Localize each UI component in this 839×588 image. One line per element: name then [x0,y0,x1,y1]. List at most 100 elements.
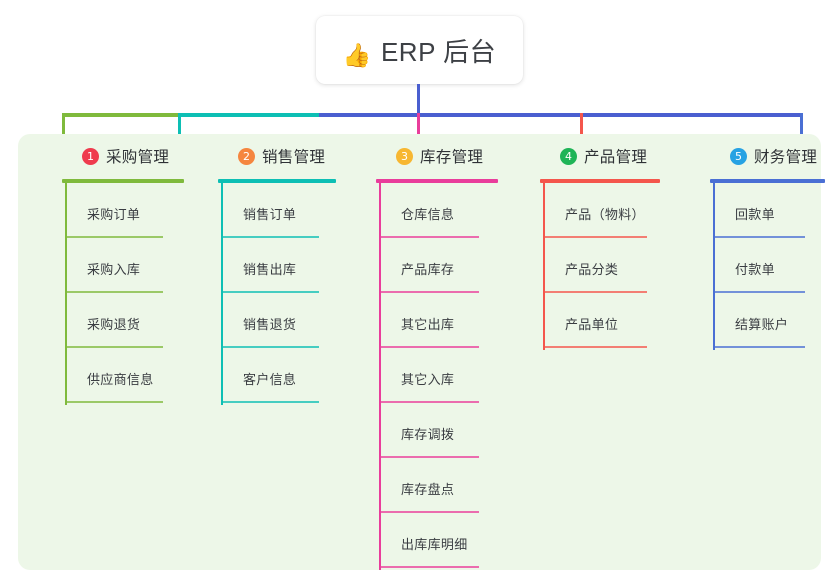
menu-item-label: 采购订单 [87,207,141,222]
column-header-1[interactable]: 1 采购管理 [62,142,184,170]
menu-item[interactable]: 其它入库 [379,348,498,403]
column-title-3: 库存管理 [420,149,484,166]
menu-item-label: 销售订单 [243,207,297,222]
menu-item-label: 其它出库 [401,317,455,332]
menu-item-rule [221,401,319,403]
column-badge-2: 2 [238,147,255,165]
menu-item[interactable]: 其它出库 [379,293,498,348]
column-badge-1: 1 [82,147,99,165]
menu-item-rule [543,236,647,238]
column-title-4: 产品管理 [584,149,648,166]
menu-item-label: 仓库信息 [401,207,455,222]
menu-item-rule [379,566,479,568]
menu-item[interactable]: 供应商信息 [65,348,184,403]
bus-segment-1 [62,113,178,117]
menu-item[interactable]: 销售退货 [221,293,336,348]
connector-drop-5 [800,113,803,143]
menu-item-rule [221,236,319,238]
menu-item[interactable]: 库存调拨 [379,403,498,458]
menu-item[interactable]: 采购退货 [65,293,184,348]
menu-item-rule [379,346,479,348]
column-rule-3 [376,179,498,183]
column-header-2[interactable]: 2 销售管理 [218,142,336,170]
menu-item-label: 产品单位 [565,317,619,332]
menu-item-label: 回款单 [735,207,775,222]
connector-drop-2 [178,113,181,143]
menu-item-label: 产品库存 [401,262,455,277]
menu-item[interactable]: 回款单 [713,183,825,238]
menu-item-rule [713,236,805,238]
menu-item[interactable]: 仓库信息 [379,183,498,238]
menu-item-rule [221,291,319,293]
menu-item-rule [65,291,163,293]
column-rule-5 [710,179,825,183]
menu-item[interactable]: 销售出库 [221,238,336,293]
menu-item[interactable]: 产品库存 [379,238,498,293]
menu-item-rule [713,346,805,348]
trunk-connector-line [417,84,420,113]
menu-item[interactable]: 采购订单 [65,183,184,238]
column-spine-2 [221,183,223,405]
menu-item-label: 销售退货 [243,317,297,332]
menu-item-label: 其它入库 [401,372,455,387]
column-spine-4 [543,183,545,350]
menu-item-rule [65,401,163,403]
menu-item-rule [543,346,647,348]
menu-item[interactable]: 出库库明细 [379,513,498,568]
column-body-2: 销售订单销售出库销售退货客户信息 [218,183,336,405]
column-spine-5 [713,183,715,350]
menu-item-rule [543,291,647,293]
column-rule-1 [62,179,184,183]
column-rule-2 [218,179,336,183]
column-body-1: 采购订单采购入库采购退货供应商信息 [62,183,184,405]
menu-item-label: 结算账户 [735,317,789,332]
menu-item[interactable]: 销售订单 [221,183,336,238]
menu-item-rule [379,291,479,293]
menu-item[interactable]: 产品单位 [543,293,660,348]
connector-drop-3 [417,113,420,143]
column-4: 4 产品管理产品（物料） 产品分类产品单位 [540,142,660,350]
column-1: 1 采购管理采购订单采购入库采购退货供应商信息 [62,142,184,405]
column-title-1: 采购管理 [106,149,170,166]
menu-item-label: 付款单 [735,262,775,277]
column-header-4[interactable]: 4 产品管理 [540,142,660,170]
menu-item-label: 采购退货 [87,317,141,332]
diagram-panel: 1 采购管理采购订单采购入库采购退货供应商信息 2 销售管理销售订单销售出库销售退货客… [18,134,825,570]
menu-item[interactable]: 产品（物料） [543,183,660,238]
menu-item-label: 库存盘点 [401,482,455,497]
menu-item-label: 供应商信息 [87,372,154,387]
root-node-card[interactable]: 👍ERP 后台 [316,16,523,84]
column-header-3[interactable]: 3 库存管理 [376,142,498,170]
menu-item[interactable]: 产品分类 [543,238,660,293]
menu-item-rule [379,511,479,513]
thumbs-up-icon: 👍 [342,41,372,68]
column-badge-3: 3 [396,147,413,165]
column-2: 2 销售管理销售订单销售出库销售退货客户信息 [218,142,336,405]
column-title-2: 销售管理 [262,149,326,166]
column-3: 3 库存管理仓库信息产品库存其它出库其它入库库存调拨库存盘点出库库明细 [376,142,498,570]
root-title: 👍ERP 后台 [343,32,496,69]
menu-item[interactable]: 库存盘点 [379,458,498,513]
column-body-3: 仓库信息产品库存其它出库其它入库库存调拨库存盘点出库库明细 [376,183,498,570]
menu-item[interactable]: 客户信息 [221,348,336,403]
menu-item-label: 销售出库 [243,262,297,277]
bus-segment-3 [319,113,803,117]
menu-item-label: 产品（物料） [565,207,645,222]
column-rule-4 [540,179,660,183]
menu-item[interactable]: 付款单 [713,238,825,293]
menu-item-rule [379,456,479,458]
menu-item-rule [379,236,479,238]
connector-drop-4 [580,113,583,143]
menu-item-rule [221,346,319,348]
connector-drop-1 [62,113,65,143]
menu-item-label: 客户信息 [243,372,297,387]
menu-item-label: 出库库明细 [401,537,468,552]
menu-item[interactable]: 结算账户 [713,293,825,348]
menu-item-label: 采购入库 [87,262,141,277]
menu-item[interactable]: 采购入库 [65,238,184,293]
column-body-5: 回款单付款单结算账户 [710,183,825,350]
column-badge-4: 4 [560,147,577,165]
column-badge-5: 5 [730,147,747,165]
